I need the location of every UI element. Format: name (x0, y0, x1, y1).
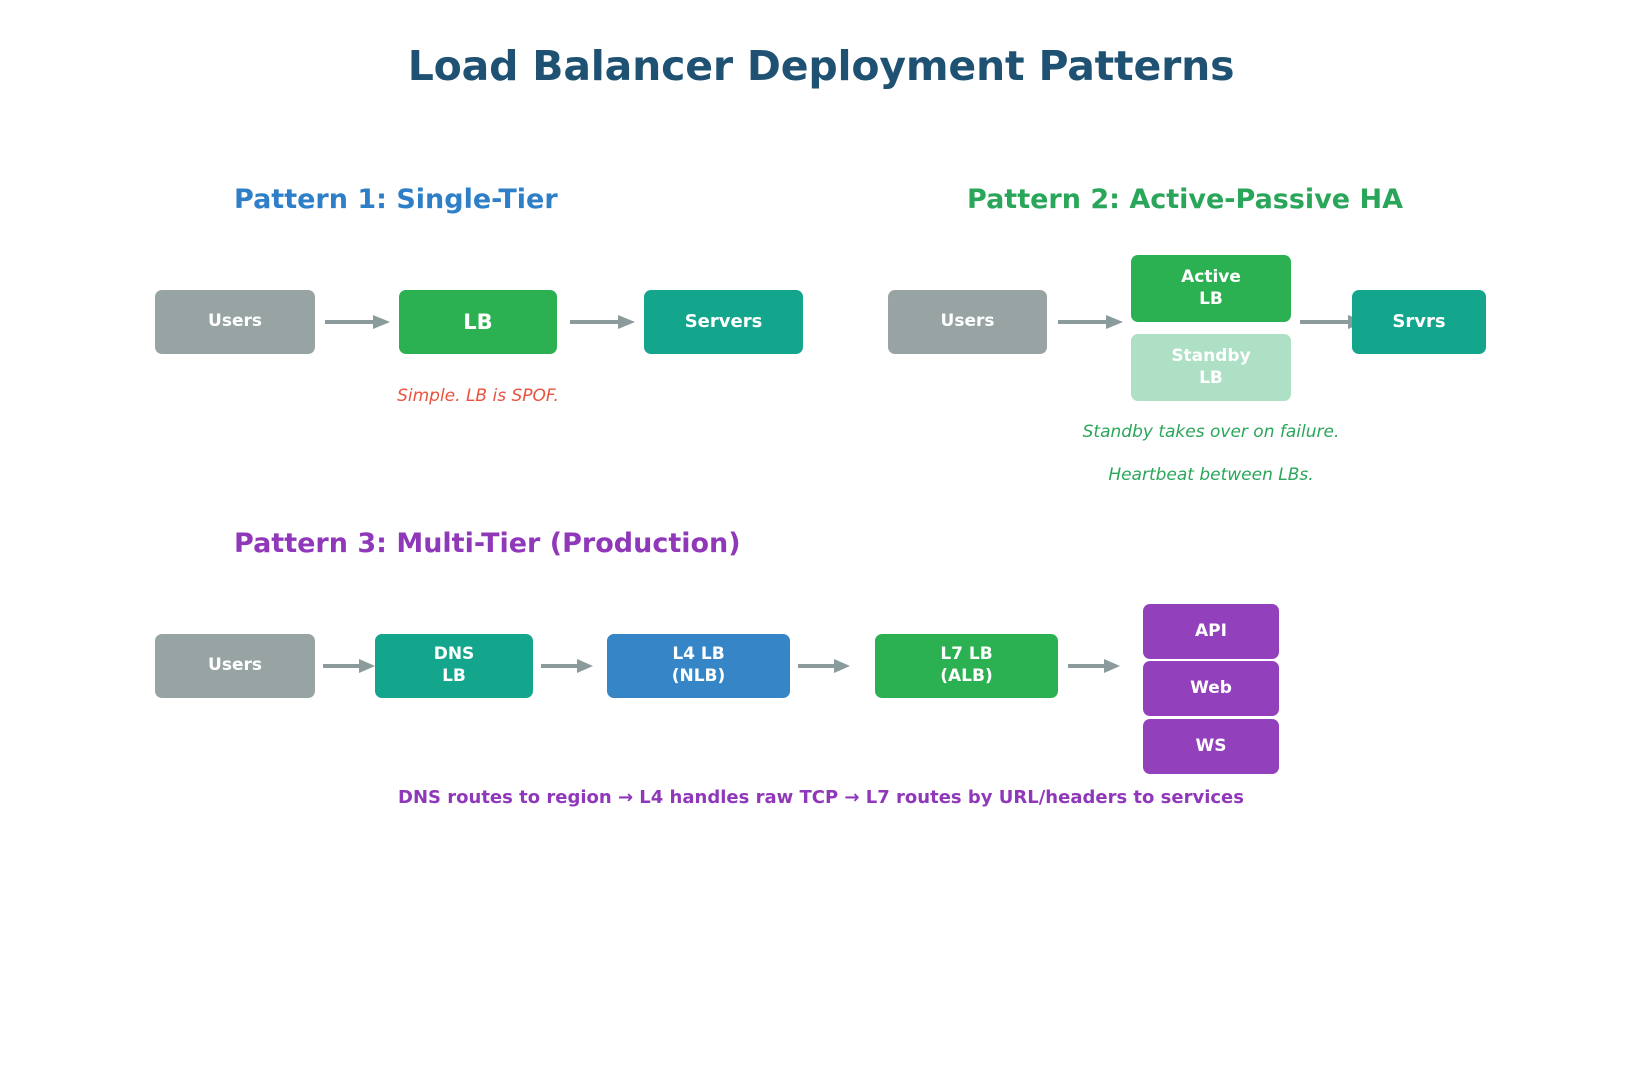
pattern-3-arrow-2 (541, 657, 593, 675)
pattern-1-caption: Simple. LB is SPOF. (397, 386, 559, 406)
pattern-3-heading: Pattern 3: Multi-Tier (Production) (234, 528, 741, 559)
pattern-2-arrow-1 (1058, 313, 1123, 331)
pattern-3-arrow-1 (323, 657, 375, 675)
node-label: Users (208, 311, 262, 332)
node-label: Web (1190, 677, 1232, 698)
pattern-1-arrow-2 (570, 313, 635, 331)
node-label-line-1: Standby (1171, 345, 1251, 366)
node-label-line-2: (NLB) (671, 666, 726, 686)
pattern-2-caption: Standby takes over on failure. Heartbeat… (1060, 401, 1362, 507)
pattern-3-arrow-3 (798, 657, 850, 675)
node-label: API (1195, 620, 1227, 641)
pattern-2-caption-line-2: Heartbeat between LBs. (1108, 464, 1314, 485)
node-label-line-2: LB (1199, 367, 1223, 388)
node-label-line-2: LB (442, 666, 466, 686)
pattern-3-arrow-4 (1068, 657, 1120, 675)
pattern-2-caption-line-1: Standby takes over on failure. (1082, 422, 1340, 443)
node-label: Servers (684, 311, 763, 333)
pattern-3-service-web[interactable]: Web (1143, 661, 1279, 716)
node-label-line-2: LB (1199, 288, 1223, 309)
pattern-2-node-servers[interactable]: Srvrs (1352, 290, 1486, 354)
node-label-line-1: Active (1181, 266, 1241, 287)
pattern-1-heading: Pattern 1: Single-Tier (234, 184, 558, 215)
page-title: Load Balancer Deployment Patterns (407, 42, 1235, 90)
pattern-2-heading: Pattern 2: Active-Passive HA (967, 184, 1403, 215)
pattern-2-node-users[interactable]: Users (888, 290, 1047, 354)
pattern-3-caption: DNS routes to region → L4 handles raw TC… (398, 787, 1244, 808)
node-label: Users (208, 655, 262, 676)
pattern-3-service-ws[interactable]: WS (1143, 719, 1279, 774)
node-label-line-1: L4 LB (672, 644, 725, 665)
pattern-1-node-users[interactable]: Users (155, 290, 315, 354)
pattern-3-node-l7-lb[interactable]: L7 LB (ALB) (875, 634, 1058, 698)
pattern-1-node-servers[interactable]: Servers (644, 290, 803, 354)
node-label: Srvrs (1392, 311, 1446, 333)
pattern-2-node-active-lb[interactable]: Active LB (1131, 255, 1291, 322)
pattern-3-node-l4-lb[interactable]: L4 LB (NLB) (607, 634, 790, 698)
pattern-1-node-lb[interactable]: LB (399, 290, 557, 354)
node-label-line-1: L7 LB (940, 644, 993, 665)
pattern-3-service-api[interactable]: API (1143, 604, 1279, 659)
pattern-3-node-dns-lb[interactable]: DNS LB (375, 634, 533, 698)
node-label: WS (1195, 735, 1227, 756)
pattern-3-node-users[interactable]: Users (155, 634, 315, 698)
node-label-line-2: (ALB) (940, 666, 993, 686)
pattern-1-arrow-1 (325, 313, 390, 331)
pattern-2-node-standby-lb[interactable]: Standby LB (1131, 334, 1291, 401)
node-label-line-1: DNS (433, 644, 475, 665)
node-label: LB (463, 309, 493, 334)
node-label: Users (940, 311, 995, 332)
